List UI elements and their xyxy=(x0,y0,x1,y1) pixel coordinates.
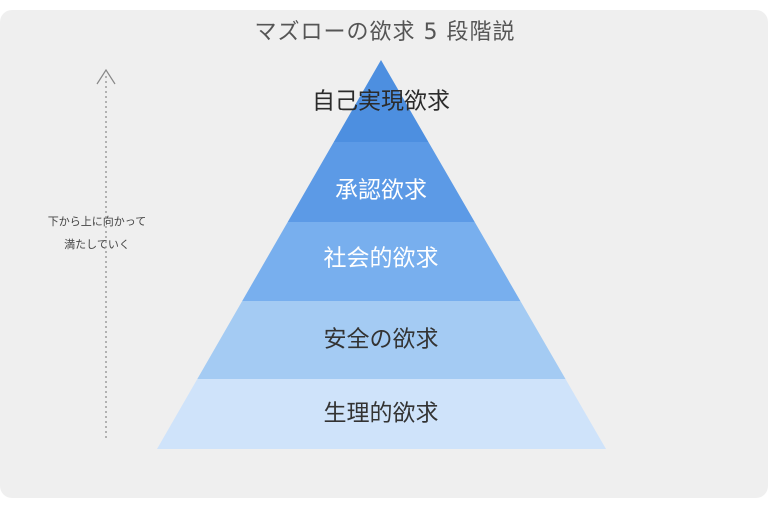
diagram-title: マズローの欲求 5 段階説 xyxy=(254,20,516,45)
side-note-line-1: 下から上に向かって xyxy=(47,215,147,228)
side-note: 下から上に向かって 満たしていく xyxy=(42,210,152,256)
pyramid-level-1 xyxy=(333,60,429,142)
pyramid-level-3-label: 社会的欲求 xyxy=(324,246,439,272)
pyramid-level-5-label: 生理的欲求 xyxy=(324,401,439,427)
pyramid-level-2 xyxy=(287,142,475,222)
upward-arrow-head xyxy=(96,68,116,85)
pyramid-level-3 xyxy=(242,222,521,301)
side-note-line-2: 満たしていく xyxy=(64,238,130,251)
pyramid-level-2-label: 承認欲求 xyxy=(335,178,427,204)
pyramid-level-4-label: 安全の欲求 xyxy=(324,327,439,353)
pyramid-level-5 xyxy=(157,379,606,449)
pyramid-level-4 xyxy=(197,301,566,379)
pyramid-level-1-label: 自己実現欲求 xyxy=(312,89,450,115)
